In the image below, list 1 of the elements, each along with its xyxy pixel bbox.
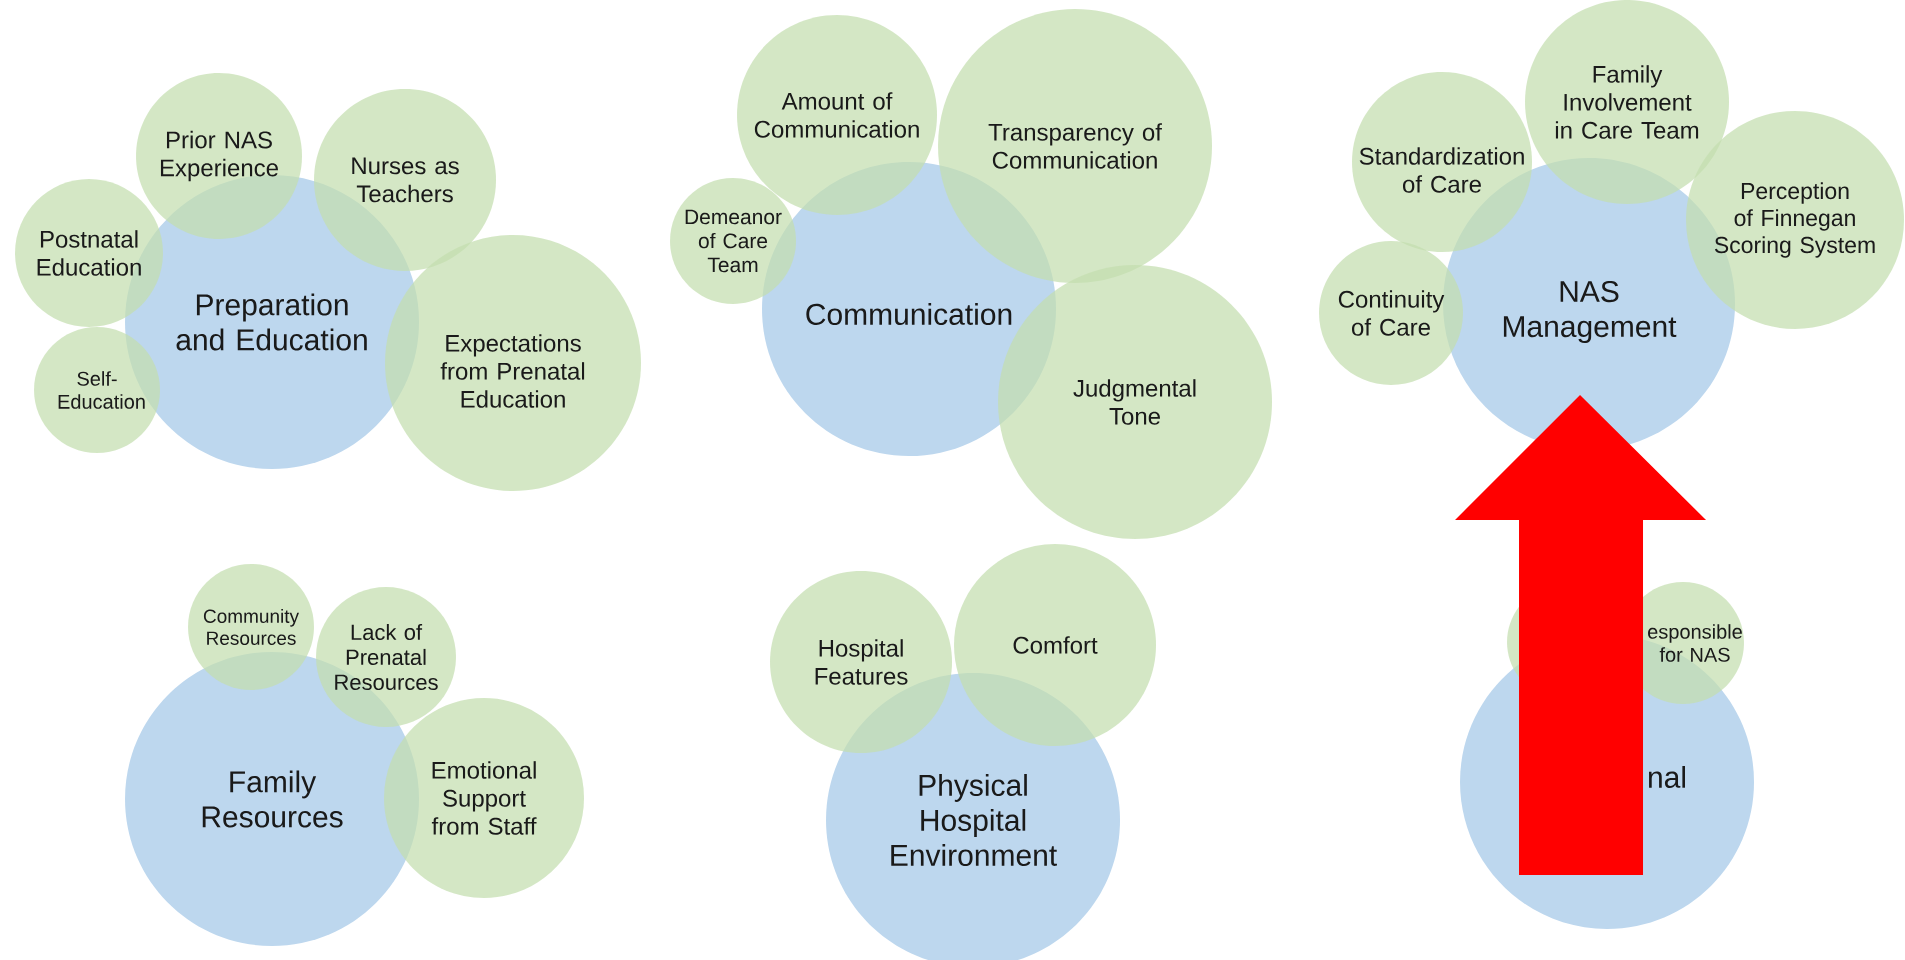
block-arrow: [1455, 395, 1706, 875]
